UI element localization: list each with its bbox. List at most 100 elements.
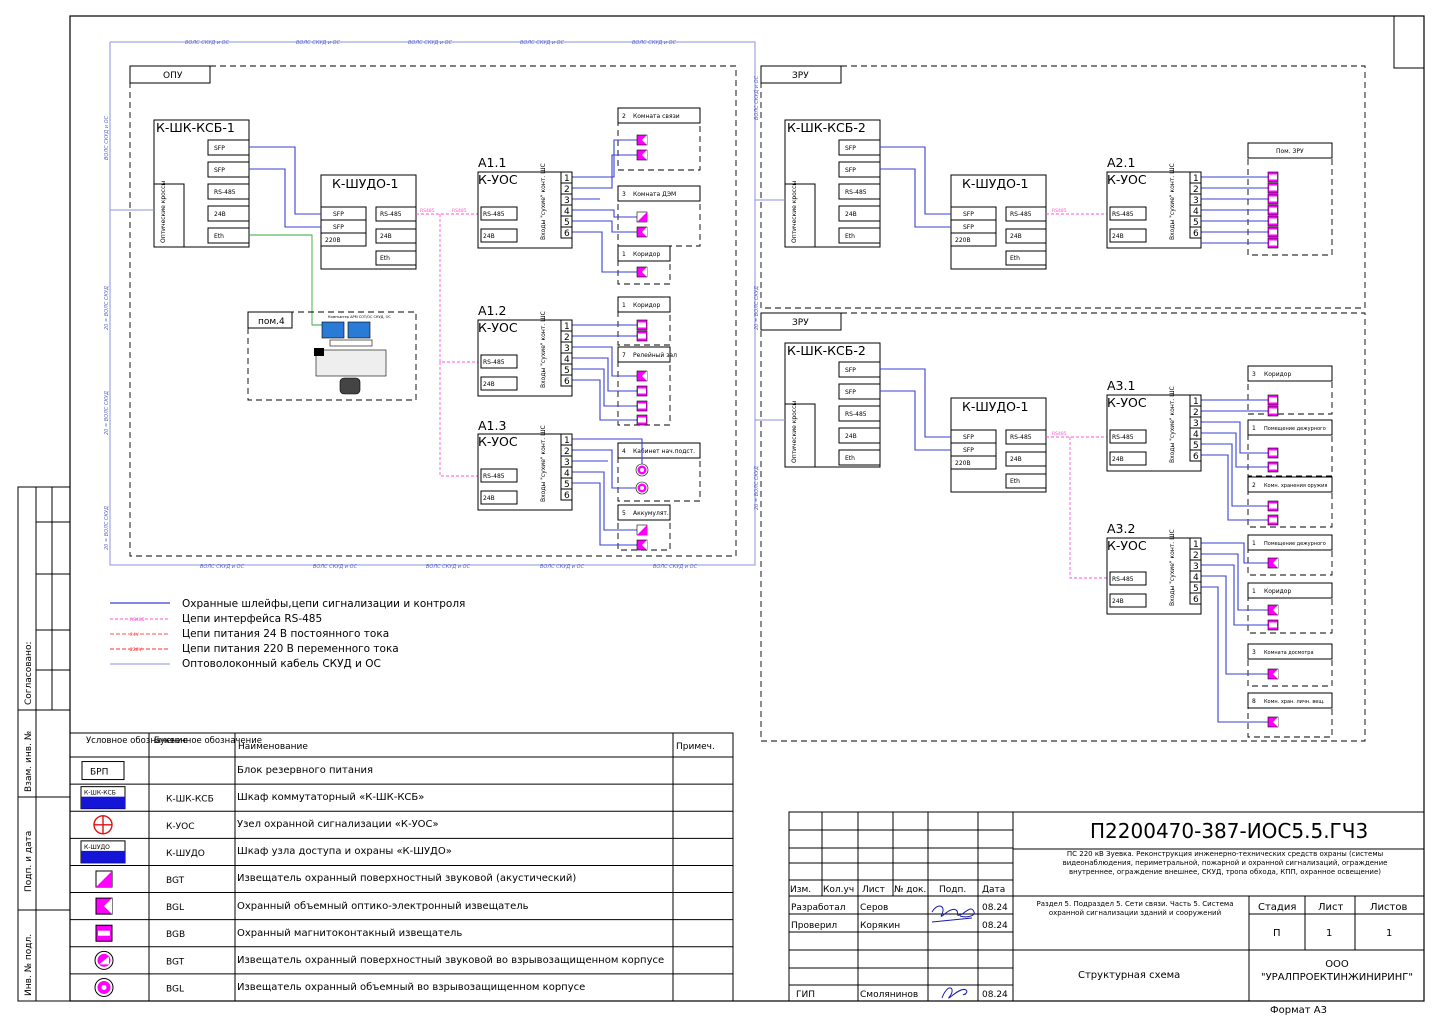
port-eth: Eth <box>1010 478 1020 485</box>
ksb-2-title: К-ШК-КСБ-2 <box>787 120 866 135</box>
legend-tag: RS485 <box>130 617 145 623</box>
terminal <box>1189 592 1202 605</box>
svg-text:Аккумулят.: Аккумулят. <box>633 510 669 517</box>
terminal-number: 1 <box>1193 397 1199 407</box>
title-block: Изм. Кол.уч Лист № док. Подп. Дата Разра… <box>788 811 1425 1016</box>
uos-a3-2: А3.2 К-УОС RS-485 24В Входы "сухие" конт… <box>1106 521 1202 615</box>
ksb-1-cabinet: К-ШК-КСБ-1 Оптические кроссы SFP SFP RS-… <box>153 119 250 248</box>
uos-id: А1.2 <box>478 303 506 318</box>
uos-id: А3.2 <box>1107 521 1135 536</box>
uos-title: К-УОС <box>478 434 518 449</box>
symbol-code: К-ШК-КСБ <box>166 795 214 805</box>
terminal-number: 5 <box>1193 441 1199 451</box>
legend-symbol <box>95 897 113 915</box>
port-sfp: SFP <box>333 224 344 231</box>
terminal-number: 3 <box>1193 419 1199 429</box>
terminal-number: 3 <box>564 196 570 206</box>
svg-text:1: 1 <box>1252 540 1256 547</box>
rs485-tag: RS485 <box>1052 431 1067 437</box>
port-24v: 24В <box>380 233 392 240</box>
svg-text:1: 1 <box>622 302 626 309</box>
tb-date: 08.24 <box>982 921 1008 931</box>
terminal-number: 4 <box>1193 430 1199 440</box>
legend-symbol <box>93 815 113 835</box>
terminal-number: 6 <box>564 377 570 387</box>
uos-title: К-УОС <box>478 172 518 187</box>
symbol-name: Охранный объемный оптико-электронный изв… <box>237 900 529 912</box>
port-rs485: RS-485 <box>1112 434 1134 441</box>
sheet-name: Структурная схема <box>1078 970 1180 981</box>
cable-label-vertical: ВОЛС СКУД и ОС <box>104 115 110 160</box>
svg-text:Комната ДЭМ: Комната ДЭМ <box>633 191 676 198</box>
uos-a1-3: А1.3 К-УОС RS-485 24В Входы "сухие" конт… <box>477 418 573 511</box>
tb-role: Разработал <box>791 903 846 913</box>
table-header: Условное обозначение <box>86 736 188 746</box>
stamp-inv-no: Инв. № подл. <box>24 934 34 996</box>
shudo-zru1: К-ШУДО-1 SFP SFP 220В RS-485 24В Eth <box>950 174 1047 270</box>
stage-value: П <box>1273 928 1281 939</box>
zone-zru-2-label: ЗРУ <box>792 318 809 328</box>
svg-text:3: 3 <box>1252 649 1256 656</box>
zone-zru-1-label: ЗРУ <box>792 71 809 81</box>
port-24v: 24В <box>1112 233 1124 240</box>
svg-text:7: 7 <box>622 352 626 359</box>
shudo-title: К-ШУДО-1 <box>962 176 1028 191</box>
rs485-tag: RS485 <box>420 208 435 214</box>
svg-text:Комн. хранения оружия: Комн. хранения оружия <box>1264 483 1327 489</box>
uos-id: А1.3 <box>478 418 506 433</box>
terminal-number: 5 <box>564 480 570 490</box>
svg-text:2: 2 <box>622 113 626 120</box>
terminal-number: 4 <box>564 469 570 479</box>
legend-symbol <box>95 924 113 942</box>
symbol-name: Извещатель охранный объемный во взрывоза… <box>237 981 586 993</box>
tb-col: Кол.уч <box>823 885 854 895</box>
cable-label: ВОЛС СКУД и ОС <box>408 40 453 46</box>
uos-a1-1: А1.1 К-УОС RS-485 24В Входы "сухие" конт… <box>477 155 573 249</box>
section-title: Раздел 5. Подраздел 5. Сети связи. Часть… <box>1036 900 1234 917</box>
port-24v: 24В <box>845 433 857 440</box>
port-rs485: RS-485 <box>483 359 505 366</box>
loops-zru2 <box>1201 394 1279 728</box>
symbol-name: Извещатель охранный поверхностный звуков… <box>237 954 665 966</box>
symbol-code: К-УОС <box>166 822 195 832</box>
side-stamp: Согласовано: Взам. инв. № Подп. и дата И… <box>17 486 71 1002</box>
terminal-number: 2 <box>564 447 570 457</box>
uos-title: К-УОС <box>1107 538 1147 553</box>
svg-text:1: 1 <box>1252 588 1256 595</box>
port-220v: 220В <box>325 237 341 244</box>
legend-symbol <box>95 870 113 888</box>
terminal-number: 5 <box>1193 584 1199 594</box>
port-sfp: SFP <box>963 211 974 218</box>
svg-text:1: 1 <box>622 251 626 258</box>
ksb-2-cabinet-zru2: К-ШК-КСБ-2 Оптические кроссы SFP SFP RS-… <box>784 342 881 468</box>
ksb-1-title: К-ШК-КСБ-1 <box>156 120 235 135</box>
terminal-number: 6 <box>1193 229 1199 239</box>
cable-label: ВОЛС СКУД и ОС <box>313 564 358 570</box>
workstation-icon <box>314 321 387 395</box>
symbols-table: Условное обозначение Буквенное обозначен… <box>69 732 734 1002</box>
stamp-agreed: Согласовано: <box>24 642 34 705</box>
cable-label: ВОЛС СКУД и ОС <box>653 564 698 570</box>
uos-inputs-label: Входы "сухие" конт. ШС <box>1169 386 1176 463</box>
cable-label: ВОЛС СКУД и ОС <box>185 40 230 46</box>
sheet-value: 1 <box>1326 928 1332 939</box>
symbol-code: BGT <box>166 957 185 967</box>
terminal-number: 4 <box>1193 573 1199 583</box>
terminal-number: 1 <box>1193 540 1199 550</box>
uos-title: К-УОС <box>1107 395 1147 410</box>
port-sfp: SFP <box>845 367 856 374</box>
terminal <box>560 374 573 387</box>
symbol-code: BGB <box>166 930 185 940</box>
cable-label: ВОЛС СКУД и ОС <box>426 564 471 570</box>
cross-label: Оптические кроссы <box>160 181 167 243</box>
svg-text:Комн. хран. личн. вещ.: Комн. хран. личн. вещ. <box>1264 699 1325 705</box>
svg-text:8: 8 <box>1252 698 1256 705</box>
port-rs485: RS-485 <box>483 211 505 218</box>
port-sfp: SFP <box>845 167 856 174</box>
port-eth: Eth <box>1010 255 1020 262</box>
port-sfp: SFP <box>845 145 856 152</box>
port-sfp: SFP <box>963 224 974 231</box>
legend-symbol: К-ШУДО <box>80 840 126 864</box>
